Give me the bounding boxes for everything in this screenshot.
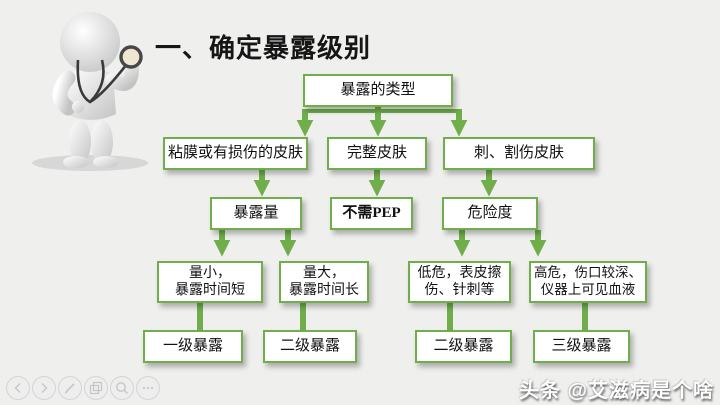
node-level2-exposure-b: 二级暴露 — [415, 330, 512, 363]
node-intact-skin: 完整皮肤 — [327, 137, 427, 170]
node-risk-degree: 危险度 — [442, 197, 538, 230]
node-exposure-type: 暴露的类型 — [303, 74, 453, 107]
slide-panel-button[interactable] — [84, 376, 108, 400]
node-exposure-amount: 暴露量 — [210, 197, 302, 230]
node-level1-exposure: 一级暴露 — [143, 330, 243, 363]
node-low-risk-abrasion-needle: 低危，表皮擦 伤、针刺等 — [408, 261, 511, 303]
node-level2-exposure-a: 二级暴露 — [263, 330, 357, 363]
ellipsis-icon — [142, 386, 154, 390]
node-puncture-cut-skin: 刺、割伤皮肤 — [443, 137, 595, 170]
toutiao-watermark: 头条 @艾滋病是个啥 — [518, 380, 714, 402]
node-no-pep-needed: 不需PEP — [330, 197, 413, 230]
node-high-risk-deep-wound: 高危，伤口较深、 仪器上可见血液 — [529, 261, 647, 303]
slides-stack-icon — [89, 381, 103, 395]
chevron-right-icon — [41, 383, 48, 393]
node-large-amount-long-time: 量大， 暴露时间长 — [279, 261, 369, 303]
magnifier-icon — [116, 382, 128, 394]
slide-title: 一、确定暴露级别 — [155, 33, 372, 63]
more-options-button[interactable] — [136, 376, 160, 400]
node-small-amount-short-time: 量小， 暴露时间短 — [157, 261, 263, 303]
previous-slide-button[interactable] — [6, 376, 30, 400]
node-level3-exposure: 三级暴露 — [533, 330, 630, 363]
pencil-icon — [65, 383, 75, 394]
pen-tool-button[interactable] — [58, 376, 82, 400]
chevron-left-icon — [14, 383, 21, 393]
slideshow-toolbar — [6, 376, 160, 400]
next-slide-button[interactable] — [32, 376, 56, 400]
doctor-figure-illustration — [32, 12, 148, 171]
node-mucosa-damaged-skin: 粘膜或有损伤的皮肤 — [163, 137, 308, 170]
zoom-tool-button[interactable] — [110, 376, 134, 400]
